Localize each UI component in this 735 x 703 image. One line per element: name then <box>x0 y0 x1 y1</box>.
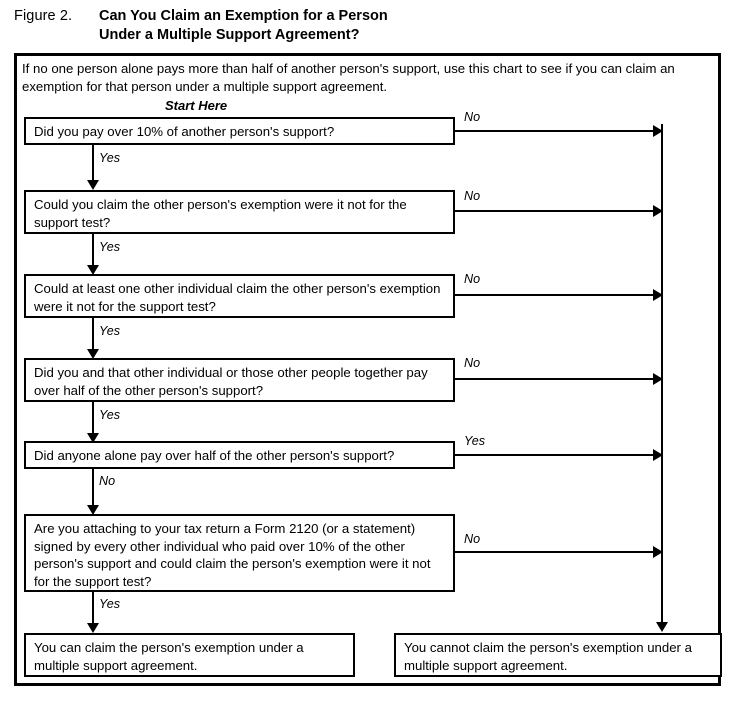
connector-q2-yes <box>92 234 94 267</box>
outcome-box-positive: You can claim the person's exemption und… <box>24 633 355 677</box>
connector-q2-no <box>455 210 657 212</box>
decision-box-q6: Are you attaching to your tax return a F… <box>24 514 455 592</box>
branch-label-q1-yes: Yes <box>99 151 121 165</box>
arrow-q2-no <box>653 205 663 217</box>
branch-label-q4-no: No <box>464 356 481 370</box>
outcome-box-negative: You cannot claim the person's exemption … <box>394 633 722 677</box>
arrow-q4-yes <box>87 433 99 443</box>
branch-label-q5-yes: Yes <box>464 434 486 448</box>
decision-box-q1: Did you pay over 10% of another person's… <box>24 117 455 145</box>
branch-label-q5-no: No <box>99 474 116 488</box>
branch-label-q4-yes: Yes <box>99 408 121 422</box>
branch-label-q2-no: No <box>464 189 481 203</box>
arrow-q5-no <box>87 505 99 515</box>
start-here-label: Start Here <box>165 98 228 113</box>
branch-label-q6-no: No <box>464 532 481 546</box>
decision-box-q2: Could you claim the other person's exemp… <box>24 190 455 234</box>
decision-box-q3: Could at least one other individual clai… <box>24 274 455 318</box>
decision-box-q4: Did you and that other individual or tho… <box>24 358 455 402</box>
connector-q5-yes <box>455 454 657 456</box>
connector-q6-yes <box>92 592 94 625</box>
arrow-trunk-to-negative-outcome <box>656 622 668 632</box>
arrow-q6-no <box>653 546 663 558</box>
branch-label-q2-yes: Yes <box>99 240 121 254</box>
branch-label-q3-yes: Yes <box>99 324 121 338</box>
connector-q4-no <box>455 378 657 380</box>
connector-q3-no <box>455 294 657 296</box>
decision-box-q5: Did anyone alone pay over half of the ot… <box>24 441 455 469</box>
connector-q1-yes <box>92 145 94 182</box>
no-branch-trunk <box>661 124 663 624</box>
arrow-q2-yes <box>87 265 99 275</box>
branch-label-q3-no: No <box>464 272 481 286</box>
arrow-q4-no <box>653 373 663 385</box>
figure-title-line1: Can You Claim an Exemption for a Person <box>99 8 388 24</box>
branch-label-q1-no: No <box>464 110 481 124</box>
arrow-q3-no <box>653 289 663 301</box>
arrow-q5-yes <box>653 449 663 461</box>
connector-q6-no <box>455 551 657 553</box>
arrow-q1-no <box>653 125 663 137</box>
connector-q4-yes <box>92 402 94 435</box>
branch-label-q6-yes: Yes <box>99 597 121 611</box>
figure-title-line2: Under a Multiple Support Agreement? <box>99 27 360 43</box>
connector-q1-no <box>455 130 657 132</box>
connector-q3-yes <box>92 318 94 351</box>
arrow-q1-yes <box>87 180 99 190</box>
connector-q5-no <box>92 469 94 507</box>
arrow-q6-yes <box>87 623 99 633</box>
arrow-q3-yes <box>87 349 99 359</box>
figure-label: Figure 2. <box>14 8 73 24</box>
intro-text: If no one person alone pays more than ha… <box>22 61 675 94</box>
